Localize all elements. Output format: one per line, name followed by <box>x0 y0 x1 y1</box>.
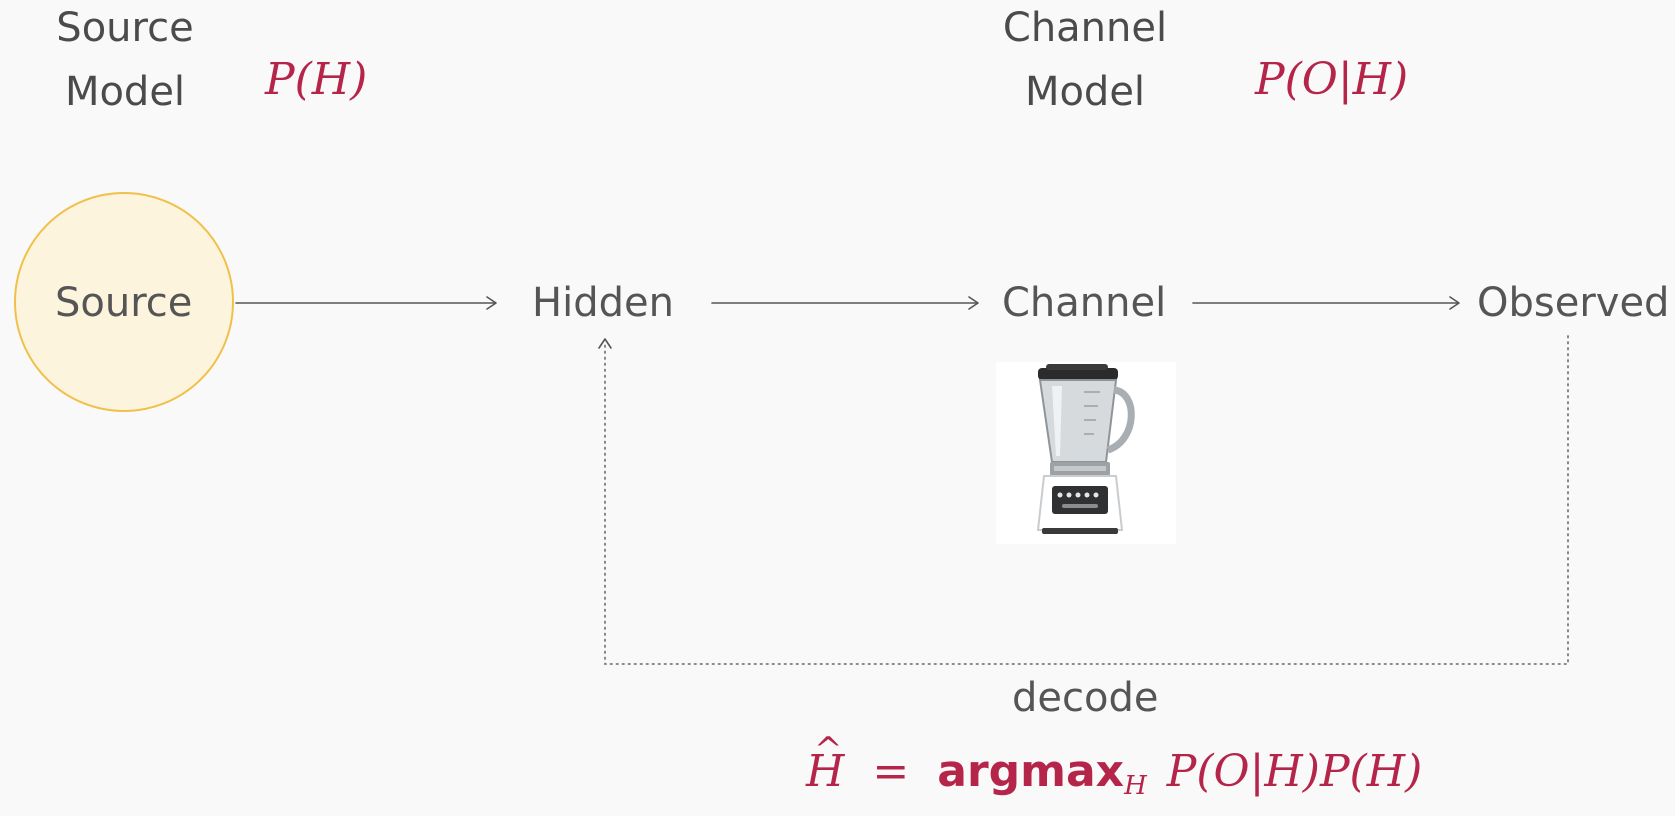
arrowhead-channel-to-observed <box>1449 296 1460 310</box>
arrowhead-source-to-hidden <box>486 296 497 310</box>
blender-image <box>996 362 1176 544</box>
channel-model-heading: Channel Model <box>985 0 1185 124</box>
channel-node-label: Channel <box>1002 280 1167 326</box>
h-hat-symbol: ^H <box>806 730 845 797</box>
prior-formula: P(H) <box>265 52 367 108</box>
source-model-heading-line-2: Model <box>64 69 186 115</box>
source-node-circle <box>14 192 234 412</box>
equation-lhs: H <box>806 746 845 797</box>
decode-equation: ^H = argmaxH P(O|H)P(H) <box>806 730 1423 816</box>
arrowhead-hidden-to-channel <box>968 296 979 310</box>
decode-label: decode <box>1012 675 1159 721</box>
equation-subscript: H <box>1124 771 1147 801</box>
equation-operator: argmax <box>937 746 1125 797</box>
decode-arrowhead <box>598 338 612 349</box>
equation-rhs: P(O|H)P(H) <box>1166 746 1423 797</box>
channel-model-heading-line-1: Channel <box>1002 5 1168 51</box>
likelihood-formula: P(O|H) <box>1255 52 1408 108</box>
hidden-node-label: Hidden <box>532 280 674 326</box>
prior-formula-text: P(H) <box>265 54 368 105</box>
source-model-heading-line-1: Source <box>56 5 194 51</box>
blender-icon <box>1036 364 1135 534</box>
channel-model-heading-line-2: Model <box>1024 69 1146 115</box>
equation-equals: = <box>872 746 910 797</box>
source-model-heading: Source Model <box>40 0 210 124</box>
observed-node-label: Observed <box>1477 280 1670 326</box>
decode-path <box>604 335 1569 665</box>
likelihood-formula-text: P(O|H) <box>1255 54 1409 105</box>
source-node-label: Source <box>55 280 193 326</box>
